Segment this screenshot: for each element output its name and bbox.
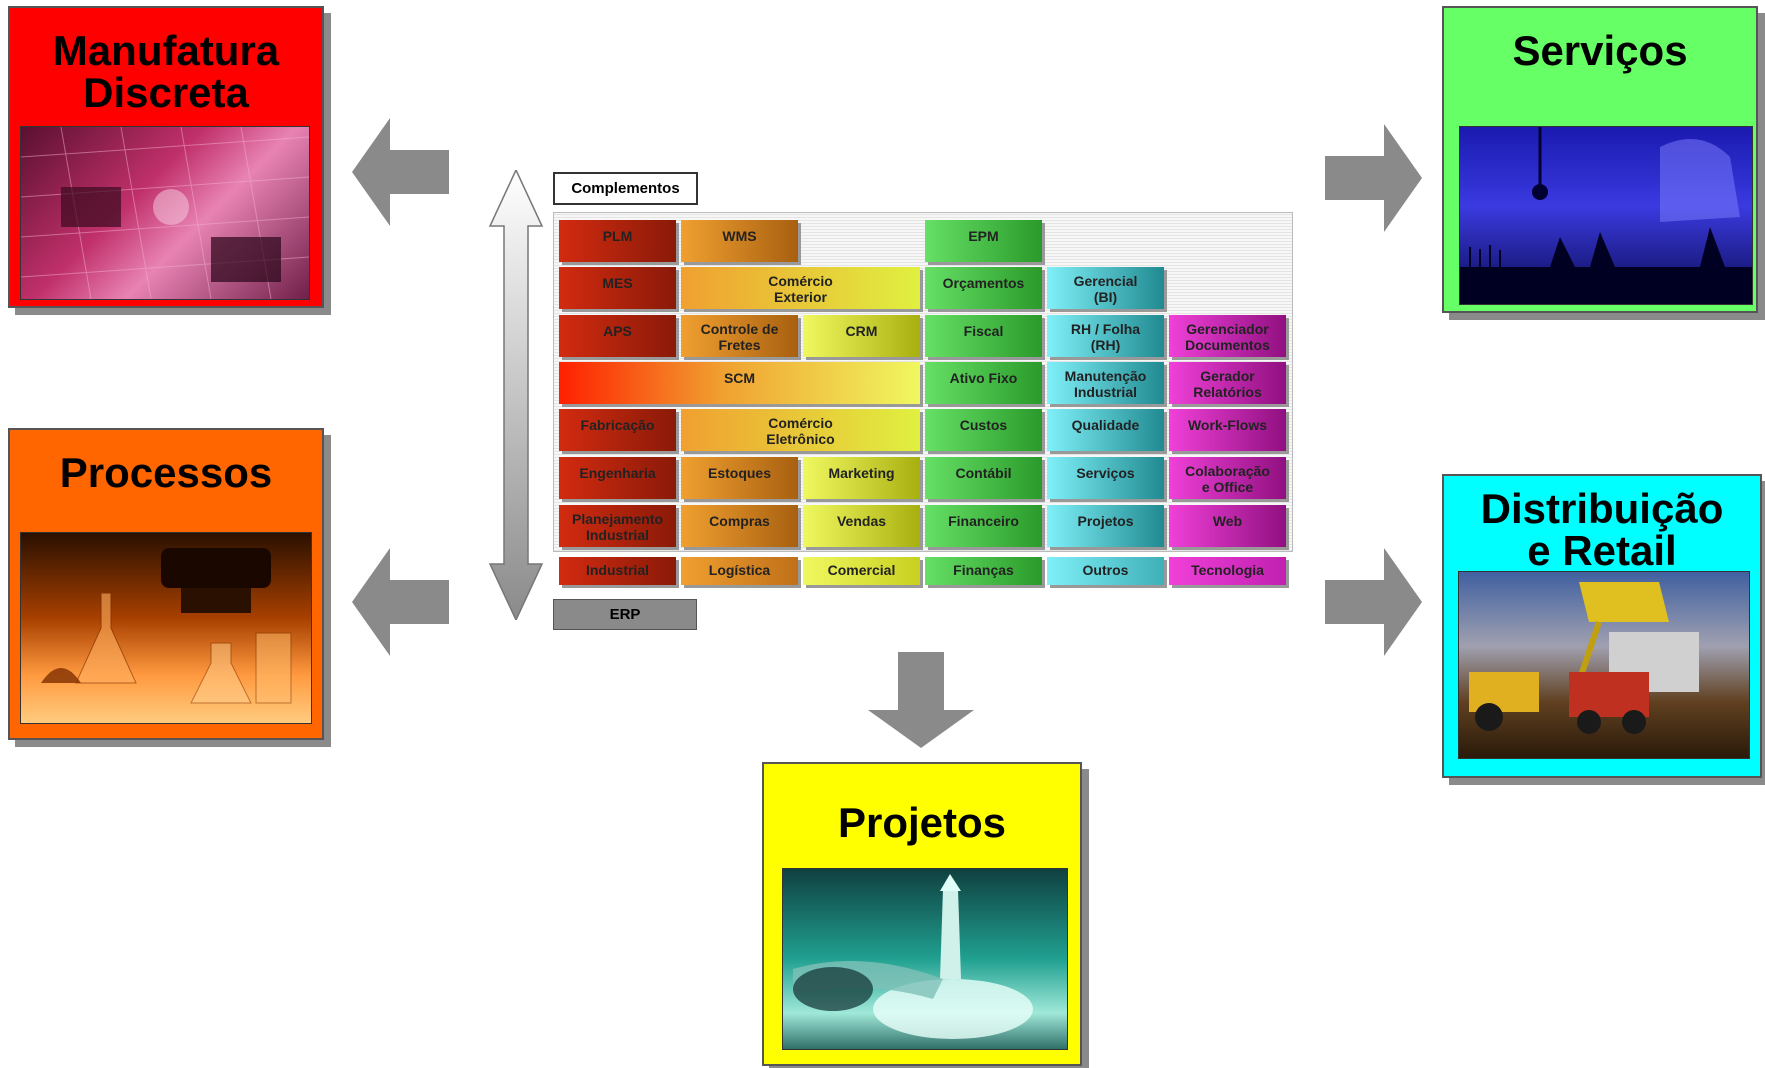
module-financeiro[interactable]: Financeiro	[925, 505, 1042, 547]
category-comercial[interactable]: Comercial	[803, 557, 920, 585]
module-comercio-exterior[interactable]: Comércio Exterior	[681, 267, 920, 309]
module-contabil[interactable]: Contábil	[925, 457, 1042, 499]
segment-title: Distribuição e Retail	[1480, 485, 1724, 574]
category-industrial[interactable]: Industrial	[559, 557, 676, 585]
module-mes[interactable]: MES	[559, 267, 676, 309]
projects-image	[782, 868, 1068, 1050]
module-manutencao-industrial[interactable]: Manutenção Industrial	[1047, 362, 1164, 404]
module-qualidade[interactable]: Qualidade	[1047, 409, 1164, 451]
segment-servicos: Serviços	[1442, 6, 1758, 313]
module-scm[interactable]: SCM	[559, 362, 920, 404]
module-epm[interactable]: EPM	[925, 220, 1042, 262]
module-crm[interactable]: CRM	[803, 315, 920, 357]
module-gerencial-bi[interactable]: Gerencial (BI)	[1047, 267, 1164, 309]
module-fabricacao[interactable]: Fabricação	[559, 409, 676, 451]
module-ativo-fixo[interactable]: Ativo Fixo	[925, 362, 1042, 404]
segment-distribuicao-retail: Distribuição e Retail	[1442, 474, 1762, 778]
module-rh-folha[interactable]: RH / Folha (RH)	[1047, 315, 1164, 357]
module-gerador-relatorios[interactable]: Gerador Relatórios	[1169, 362, 1286, 404]
module-custos[interactable]: Custos	[925, 409, 1042, 451]
module-engenharia[interactable]: Engenharia	[559, 457, 676, 499]
vertical-double-arrow-icon	[488, 170, 544, 620]
module-fiscal[interactable]: Fiscal	[925, 315, 1042, 357]
segment-processos: Processos	[8, 428, 324, 740]
arrow-right-icon	[1325, 124, 1422, 232]
manufacturing-image	[20, 126, 310, 300]
module-gerenciador-documentos[interactable]: Gerenciador Documentos	[1169, 315, 1286, 357]
module-compras[interactable]: Compras	[681, 505, 798, 547]
erp-label: ERP	[553, 599, 697, 630]
category-financas[interactable]: Finanças	[925, 557, 1042, 585]
module-orcamentos[interactable]: Orçamentos	[925, 267, 1042, 309]
distribution-image	[1458, 571, 1750, 759]
module-estoques[interactable]: Estoques	[681, 457, 798, 499]
segment-title: Processos	[59, 449, 273, 496]
category-outros[interactable]: Outros	[1047, 557, 1164, 585]
processes-image	[20, 532, 312, 724]
category-logistica[interactable]: Logística	[681, 557, 798, 585]
module-controle-fretes[interactable]: Controle de Fretes	[681, 315, 798, 357]
module-wms[interactable]: WMS	[681, 220, 798, 262]
services-image	[1459, 126, 1753, 305]
segment-title: Projetos	[837, 799, 1007, 846]
module-aps[interactable]: APS	[559, 315, 676, 357]
complementos-label: Complementos	[553, 172, 698, 205]
module-servicos[interactable]: Serviços	[1047, 457, 1164, 499]
segment-title: Serviços	[1512, 27, 1688, 74]
module-web[interactable]: Web	[1169, 505, 1286, 547]
module-colaboracao-office[interactable]: Colaboração e Office	[1169, 457, 1286, 499]
arrow-right-icon	[1325, 548, 1422, 656]
module-comercio-eletronico[interactable]: Comércio Eletrônico	[681, 409, 920, 451]
module-planejamento-industrial[interactable]: Planejamento Industrial	[559, 505, 676, 547]
segment-manufatura-discreta: Manufatura Discreta	[8, 6, 324, 308]
module-marketing[interactable]: Marketing	[803, 457, 920, 499]
segment-projetos: Projetos	[762, 762, 1082, 1066]
segment-title: Manufatura Discreta	[52, 27, 280, 116]
arrow-left-icon	[352, 118, 449, 226]
module-plm[interactable]: PLM	[559, 220, 676, 262]
module-work-flows[interactable]: Work-Flows	[1169, 409, 1286, 451]
module-projetos[interactable]: Projetos	[1047, 505, 1164, 547]
category-tecnologia[interactable]: Tecnologia	[1169, 557, 1286, 585]
arrow-down-icon	[868, 652, 974, 748]
module-vendas[interactable]: Vendas	[803, 505, 920, 547]
arrow-left-icon	[352, 548, 449, 656]
